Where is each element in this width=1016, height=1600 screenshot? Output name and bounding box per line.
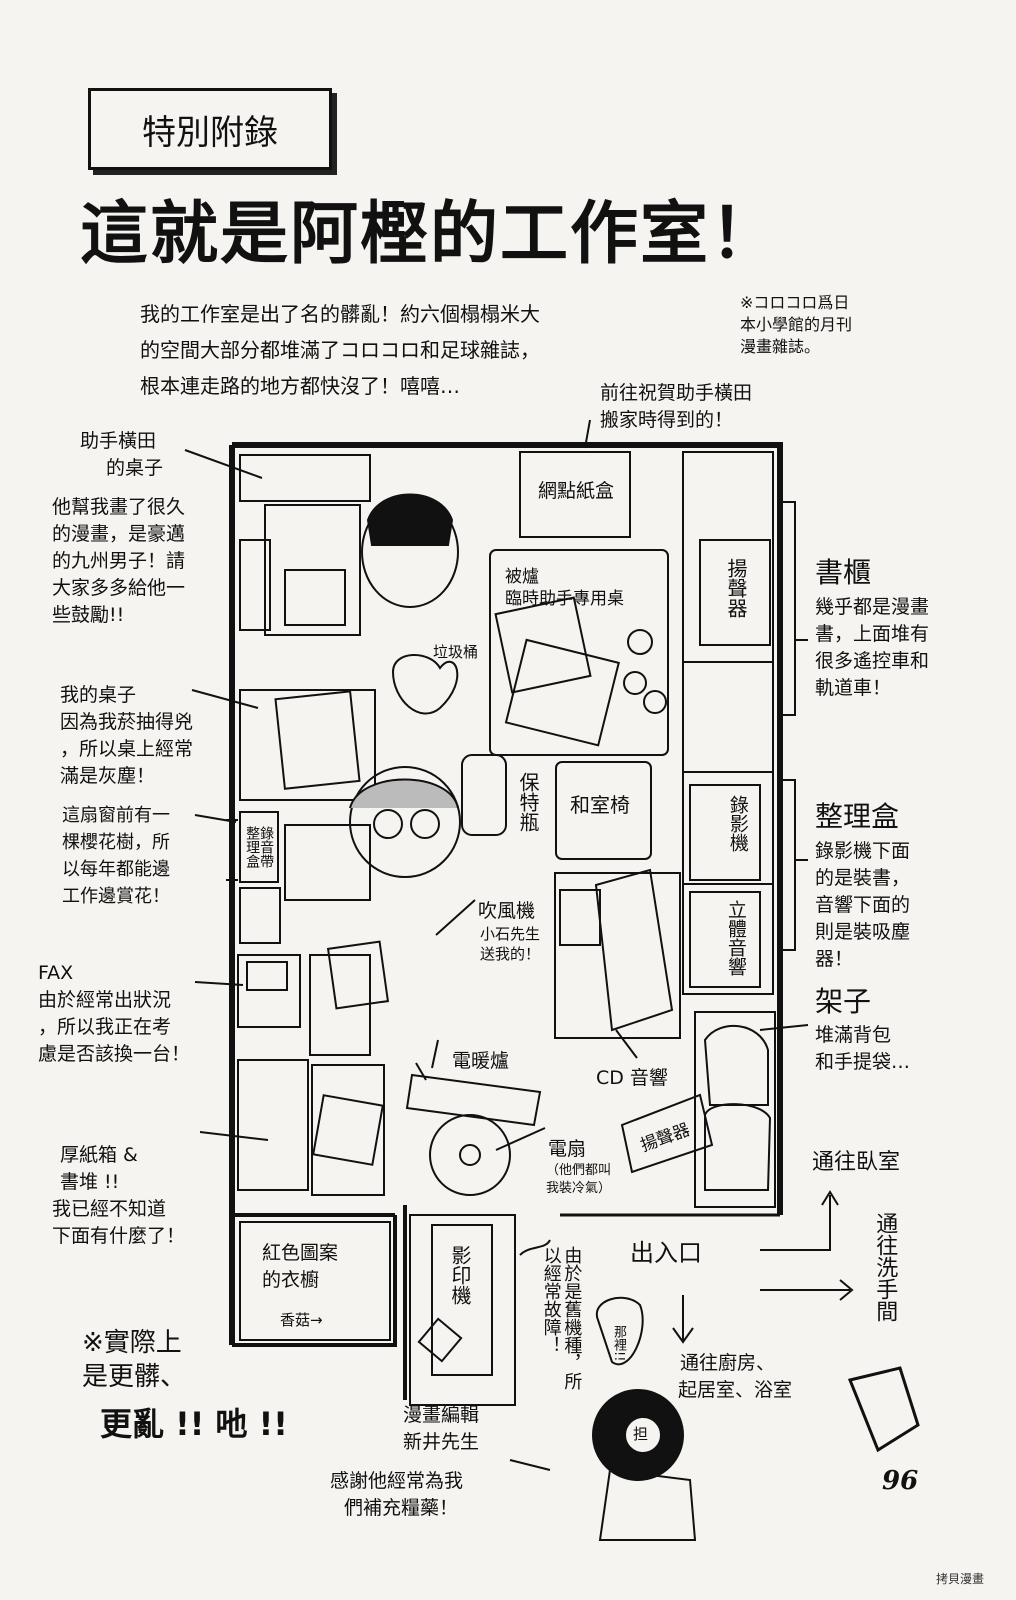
fan-note-1: （他們都叫 bbox=[546, 1163, 612, 1178]
kotatsu-label-2: 臨時助手專用桌 bbox=[505, 589, 624, 609]
window-note-3: 以每年都能邊 bbox=[62, 859, 170, 880]
closet-label-2: 的衣櫥 bbox=[262, 1269, 320, 1291]
my-desk-3: ，所以桌上經常 bbox=[60, 738, 194, 760]
to-toilet: 通往洗手間 bbox=[872, 1212, 898, 1322]
dryer-label: 吹風機 bbox=[478, 900, 536, 922]
mushroom-label: 香菇→ bbox=[280, 1311, 323, 1329]
assistant-desc-5: 些鼓勵!! bbox=[52, 604, 125, 626]
fan-label: 電扇 bbox=[548, 1138, 587, 1160]
organizer-desc-4: 則是裝吸塵 bbox=[815, 921, 911, 943]
closet-label-1: 紅色圖案 bbox=[262, 1242, 339, 1264]
closing-note-1: ※實際上 bbox=[82, 1328, 182, 1358]
assistant-desc-2: 的漫畫，是豪邁 bbox=[52, 523, 186, 545]
fax-note-1: 由於經常出狀況 bbox=[38, 989, 172, 1011]
editor-label-2: 新井先生 bbox=[403, 1431, 480, 1453]
boxes-note-2: 下面有什麼了！ bbox=[52, 1225, 186, 1247]
vcr-label: 錄影機 bbox=[726, 795, 749, 852]
intro-line-2: 的空間大部分都堆滿了コロコロ和足球雜誌， bbox=[140, 338, 540, 362]
boxes-title-1: 厚紙箱 & bbox=[60, 1144, 138, 1166]
organizer-desc-1: 錄影機下面 bbox=[815, 840, 911, 862]
copier-note: 由於是舊機種，所以經常故障！ bbox=[540, 1246, 583, 1390]
heater-label: 電暖爐 bbox=[452, 1050, 510, 1072]
closing-big: 更亂 !! 吔 !! bbox=[100, 1405, 288, 1443]
boxes-title-2: 書堆 !! bbox=[60, 1171, 120, 1193]
window-note-2: 棵櫻花樹，所 bbox=[62, 832, 170, 853]
tape-label: 錄音帶 bbox=[258, 826, 275, 868]
to-kitchen-1: 通往廚房、 bbox=[680, 1352, 776, 1374]
gift-note-1: 前往祝賀助手橫田 bbox=[600, 382, 753, 404]
editor-desc-1: 感謝他經常為我 bbox=[330, 1470, 464, 1492]
my-desk-2: 因為我菸抽得兇 bbox=[60, 711, 194, 733]
my-desk-4: 滿是灰塵！ bbox=[60, 765, 156, 787]
screentone-box-label: 網點紙盒 bbox=[538, 480, 615, 502]
intro-line-3: 根本連走路的地方都快沒了！嘻嘻… bbox=[140, 374, 460, 398]
chair-label: 和室椅 bbox=[570, 793, 630, 817]
my-desk-1: 我的桌子 bbox=[60, 684, 137, 706]
rack-desc-1: 堆滿背包 bbox=[815, 1024, 892, 1046]
intro-note-3: 漫畫雜誌。 bbox=[740, 337, 821, 356]
fax-title: FAX bbox=[38, 962, 74, 984]
rack-desc-2: 和手提袋… bbox=[815, 1051, 911, 1073]
speaker-top-label: 揚聲器 bbox=[724, 558, 748, 618]
assistant-desc-3: 的九州男子！請 bbox=[52, 550, 186, 572]
fax-note-2: ，所以我正在考 bbox=[38, 1016, 172, 1038]
organizer-desc-5: 器！ bbox=[815, 948, 854, 970]
organizer-desc-2: 的是裝書， bbox=[815, 867, 911, 889]
bookshelf-desc-4: 軌道車！ bbox=[815, 677, 892, 699]
entrance-label: 出入口 bbox=[630, 1239, 702, 1267]
special-appendix-badge: 特別附錄 bbox=[88, 88, 332, 170]
bag-label: 担 bbox=[633, 1425, 649, 1443]
window-note-1: 這扇窗前有一 bbox=[62, 805, 170, 826]
dryer-note-2: 送我的！ bbox=[480, 945, 541, 963]
bottle-label: 保特瓶 bbox=[516, 772, 540, 832]
stereo-label: 立體音響 bbox=[724, 900, 747, 976]
page-number: 96 bbox=[882, 1466, 919, 1496]
bookshelf-desc-3: 很多遙控車和 bbox=[815, 650, 930, 672]
scan-credit: 拷貝漫畫 bbox=[936, 1572, 985, 1586]
gift-note-2: 搬家時得到的！ bbox=[600, 409, 734, 431]
editor-desc-2: 們補充糧藥！ bbox=[344, 1497, 459, 1519]
speech-bubble: 那裡!! bbox=[610, 1325, 626, 1362]
page-title: 這就是阿樫的工作室！ bbox=[80, 195, 781, 274]
tape-box-label: 整理盒 bbox=[244, 826, 261, 868]
boxes-note-1: 我已經不知道 bbox=[52, 1198, 167, 1220]
to-kitchen-2: 起居室、浴室 bbox=[678, 1379, 793, 1401]
editor-label-1: 漫畫編輯 bbox=[403, 1404, 480, 1426]
intro-note-2: 本小學館的月刊 bbox=[740, 315, 853, 334]
dryer-note-1: 小石先生 bbox=[480, 925, 541, 943]
intro-note-1: ※コロコロ爲日 bbox=[740, 293, 850, 312]
assistant-desk-label-2: 的桌子 bbox=[106, 457, 164, 479]
trash-label: 垃圾桶 bbox=[433, 643, 479, 661]
window-note-4: 工作邊賞花！ bbox=[62, 886, 170, 907]
organizer-title: 整理盒 bbox=[815, 800, 900, 833]
fax-note-3: 慮是否該換一台！ bbox=[38, 1043, 191, 1065]
intro-line-1: 我的工作室是出了名的髒亂！約六個榻榻米大 bbox=[140, 302, 540, 326]
bookshelf-desc-2: 書，上面堆有 bbox=[815, 623, 930, 645]
assistant-desk-label-1: 助手橫田 bbox=[80, 430, 157, 452]
to-bedroom: 通往臥室 bbox=[812, 1150, 901, 1175]
kotatsu-label-1: 被爐 bbox=[505, 567, 539, 587]
assistant-desc-1: 他幫我畫了很久 bbox=[52, 496, 186, 518]
rack-title: 架子 bbox=[815, 985, 872, 1018]
cd-label: CD 音響 bbox=[596, 1067, 668, 1089]
copier-label: 影印機 bbox=[448, 1245, 472, 1305]
bookshelf-desc-1: 幾乎都是漫畫 bbox=[815, 596, 930, 618]
closing-note-2: 是更髒、 bbox=[82, 1362, 187, 1392]
organizer-desc-3: 音響下面的 bbox=[815, 894, 911, 916]
assistant-desc-4: 大家多多給他一 bbox=[52, 577, 186, 599]
fan-note-2: 我裝冷氣） bbox=[546, 1181, 612, 1196]
bookshelf-title: 書櫃 bbox=[815, 556, 872, 589]
